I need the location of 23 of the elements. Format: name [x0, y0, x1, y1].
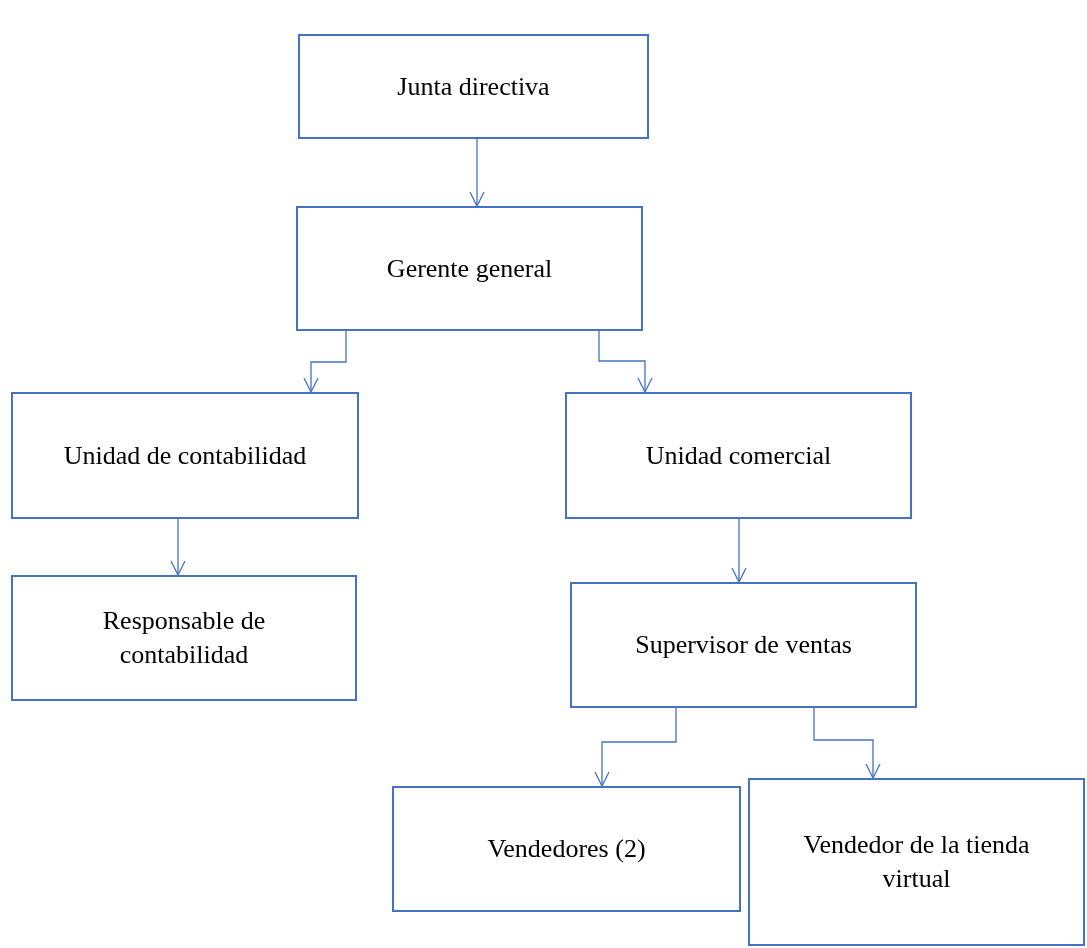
box-label: Responsable de contabilidad: [101, 605, 267, 671]
org-box: [392, 786, 741, 912]
arrow: [813, 707, 881, 779]
org-box: [570, 582, 917, 708]
org-box: [298, 34, 649, 139]
box-label: Vendedores (2): [486, 833, 647, 866]
org-box: [296, 206, 643, 331]
arrow: [731, 518, 747, 583]
box-label: Junta directiva: [396, 70, 551, 103]
arrow: [469, 138, 485, 207]
arrow: [303, 330, 347, 393]
box-label: Gerente general: [385, 252, 554, 285]
org-box: [11, 575, 357, 701]
arrow: [594, 707, 677, 787]
box-label: Unidad de contabilidad: [62, 439, 308, 472]
org-box: [565, 392, 912, 519]
box-label: Unidad comercial: [644, 439, 833, 472]
org-box: [11, 392, 359, 519]
arrow: [170, 518, 186, 576]
box-label: Supervisor de ventas: [634, 629, 853, 662]
arrow: [598, 330, 653, 393]
org-box: [748, 778, 1085, 946]
box-label: Vendedor de la tienda virtual: [802, 829, 1031, 895]
